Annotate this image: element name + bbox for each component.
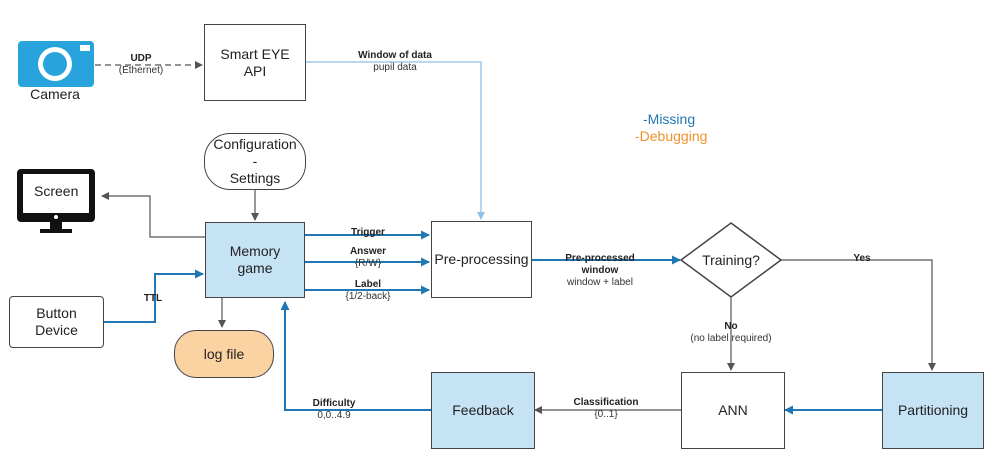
edge-smarteye-preprocessing — [306, 61, 485, 220]
edge-label-yes: Yes — [853, 253, 871, 264]
legend-missing: -Missing — [643, 111, 696, 127]
edge-label-ttl: TTL — [143, 293, 163, 304]
log-file-node: log file — [174, 330, 274, 378]
camera-caption: Camera — [30, 86, 80, 102]
training-decision-diamond — [679, 222, 783, 298]
edge-button-memory — [104, 269, 204, 323]
edge-training-partitioning — [781, 259, 936, 371]
monitor-icon — [17, 169, 95, 233]
training-decision-label: Training? — [702, 252, 760, 268]
edge-label-udp: UDP(Ethernet) — [118, 53, 164, 76]
memory-game-node: Memory game — [205, 222, 305, 298]
preprocessing-node: Pre-processing — [431, 221, 532, 298]
legend-debugging: -Debugging — [635, 128, 708, 144]
button-device-node: Button Device — [9, 296, 104, 348]
camera-icon — [18, 41, 94, 87]
feedback-node: Feedback — [431, 372, 535, 449]
edge-label-label: Label{1/2-back} — [345, 279, 391, 302]
edge-label-answer: Answer{R/W} — [349, 246, 387, 269]
edge-label-classification: Classification{0..1} — [573, 397, 639, 420]
smart-eye-api-node: Smart EYE API — [204, 24, 306, 101]
edge-memory-screen — [101, 192, 205, 238]
partitioning-node: Partitioning — [882, 372, 984, 449]
screen-caption: Screen — [34, 183, 79, 199]
edge-label-no: No(no label required) — [690, 321, 772, 344]
ann-node: ANN — [681, 372, 785, 449]
edge-feedback-memory — [280, 301, 431, 411]
configuration-settings-node: Configuration - Settings — [204, 133, 306, 190]
edge-label-trigger: Trigger — [351, 227, 385, 238]
